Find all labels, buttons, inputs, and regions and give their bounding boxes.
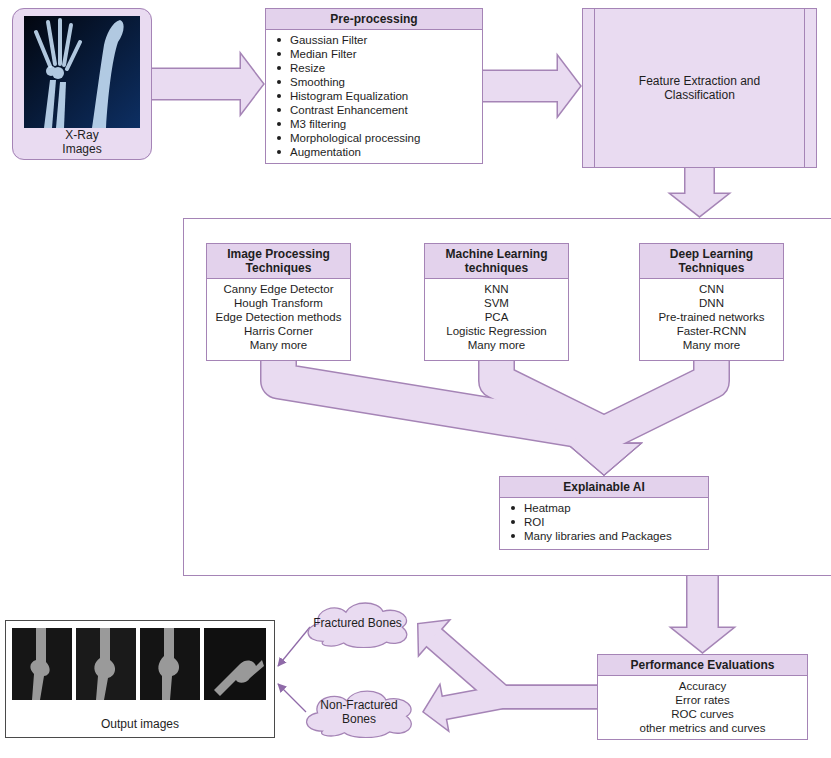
- block-arrow: [279, 361, 640, 474]
- list-item: SVM: [425, 296, 568, 310]
- list-item: Harris Corner: [207, 324, 350, 338]
- list-item: Contrast Enhancement: [266, 103, 482, 117]
- output-box: Output images: [5, 620, 275, 738]
- box-heading: Pre-processing: [266, 9, 482, 30]
- xray-picture: [24, 16, 140, 128]
- list-item: Many more: [425, 338, 568, 352]
- image-caption: X-Ray Images: [51, 128, 113, 156]
- box-heading: Image Processing Techniques: [207, 244, 350, 279]
- list-item: other metrics and curves: [598, 721, 807, 735]
- list-item: Faster-RCNN: [640, 324, 783, 338]
- list-item: Error rates: [598, 693, 807, 707]
- box-heading: Deep Learning Techniques: [640, 244, 783, 279]
- list-item: DNN: [640, 296, 783, 310]
- list-item: Logistic Regression: [425, 324, 568, 338]
- group-box: Image Processing TechniquesCanny Edge De…: [183, 218, 831, 576]
- cloud-label: Fractured Bones: [313, 616, 402, 630]
- process-box: Feature Extraction and Classification: [582, 8, 817, 168]
- list-item: Pre-trained networks: [640, 310, 783, 324]
- list-item: Histogram Equalization: [266, 89, 482, 103]
- list-item: Morphological processing: [266, 131, 482, 145]
- technique-box: Image Processing TechniquesCanny Edge De…: [206, 243, 351, 361]
- list-item: CNN: [640, 282, 783, 296]
- list-item: Median Filter: [266, 47, 482, 61]
- list-item: Gaussian Filter: [266, 33, 482, 47]
- list-item: Smoothing: [266, 75, 482, 89]
- arrow: [278, 684, 306, 712]
- list-item: Edge Detection methods: [207, 310, 350, 324]
- list-item: Resize: [266, 61, 482, 75]
- list-item: Augmentation: [266, 145, 482, 159]
- list-item: ROC curves: [598, 707, 807, 721]
- block-arrow: [673, 576, 733, 652]
- list-item: Heatmap: [500, 501, 708, 515]
- list-item: Many libraries and Packages: [500, 529, 708, 543]
- block-arrow-outline: [673, 576, 733, 652]
- list-item: PCA: [425, 310, 568, 324]
- list-box: Performance EvaluationsAccuracyError rat…: [597, 654, 808, 740]
- output-thumbnails: [12, 628, 266, 700]
- list-box: Pre-processingGaussian FilterMedian Filt…: [265, 8, 483, 164]
- list-item: Hough Transform: [207, 296, 350, 310]
- process-label: Feature Extraction and Classification: [615, 74, 785, 102]
- block-arrow-outline: [672, 168, 728, 216]
- block-arrow: [483, 57, 580, 115]
- result-cloud: Non-Fractured Bones: [298, 686, 420, 738]
- box-heading: Performance Evaluations: [598, 655, 807, 676]
- list-item: Many more: [640, 338, 783, 352]
- block-arrow-outline: [424, 686, 597, 729]
- image-box: X-Ray Images: [12, 8, 152, 160]
- block-arrow: [672, 168, 728, 216]
- block-arrow-outline: [152, 55, 263, 113]
- list-item: Many more: [207, 338, 350, 352]
- result-cloud: Fractured Bones: [300, 598, 415, 648]
- block-arrow: [419, 621, 597, 697]
- list-item: ROI: [500, 515, 708, 529]
- block-arrow: [424, 686, 597, 729]
- list-box: Explainable AI HeatmapROIMany libraries a…: [499, 476, 709, 550]
- block-arrow: [152, 55, 263, 113]
- box-heading: Explainable AI: [500, 477, 708, 498]
- list-item: Accuracy: [598, 679, 807, 693]
- cloud-label: Non-Fractured Bones: [310, 698, 408, 726]
- block-arrow: [569, 361, 712, 474]
- box-heading: Machine Learning techniques: [425, 244, 568, 279]
- technique-box: Machine Learning techniquesKNNSVMPCALogi…: [424, 243, 569, 361]
- block-arrow-outline: [483, 57, 580, 115]
- image-caption: Output images: [101, 717, 179, 731]
- list-item: KNN: [425, 282, 568, 296]
- box-fill: [12, 8, 152, 160]
- list-item: M3 filtering: [266, 117, 482, 131]
- block-arrow-outline: [279, 361, 640, 474]
- technique-box: Deep Learning TechniquesCNNDNNPre-traine…: [639, 243, 784, 361]
- list-item: Canny Edge Detector: [207, 282, 350, 296]
- arrow: [278, 627, 310, 666]
